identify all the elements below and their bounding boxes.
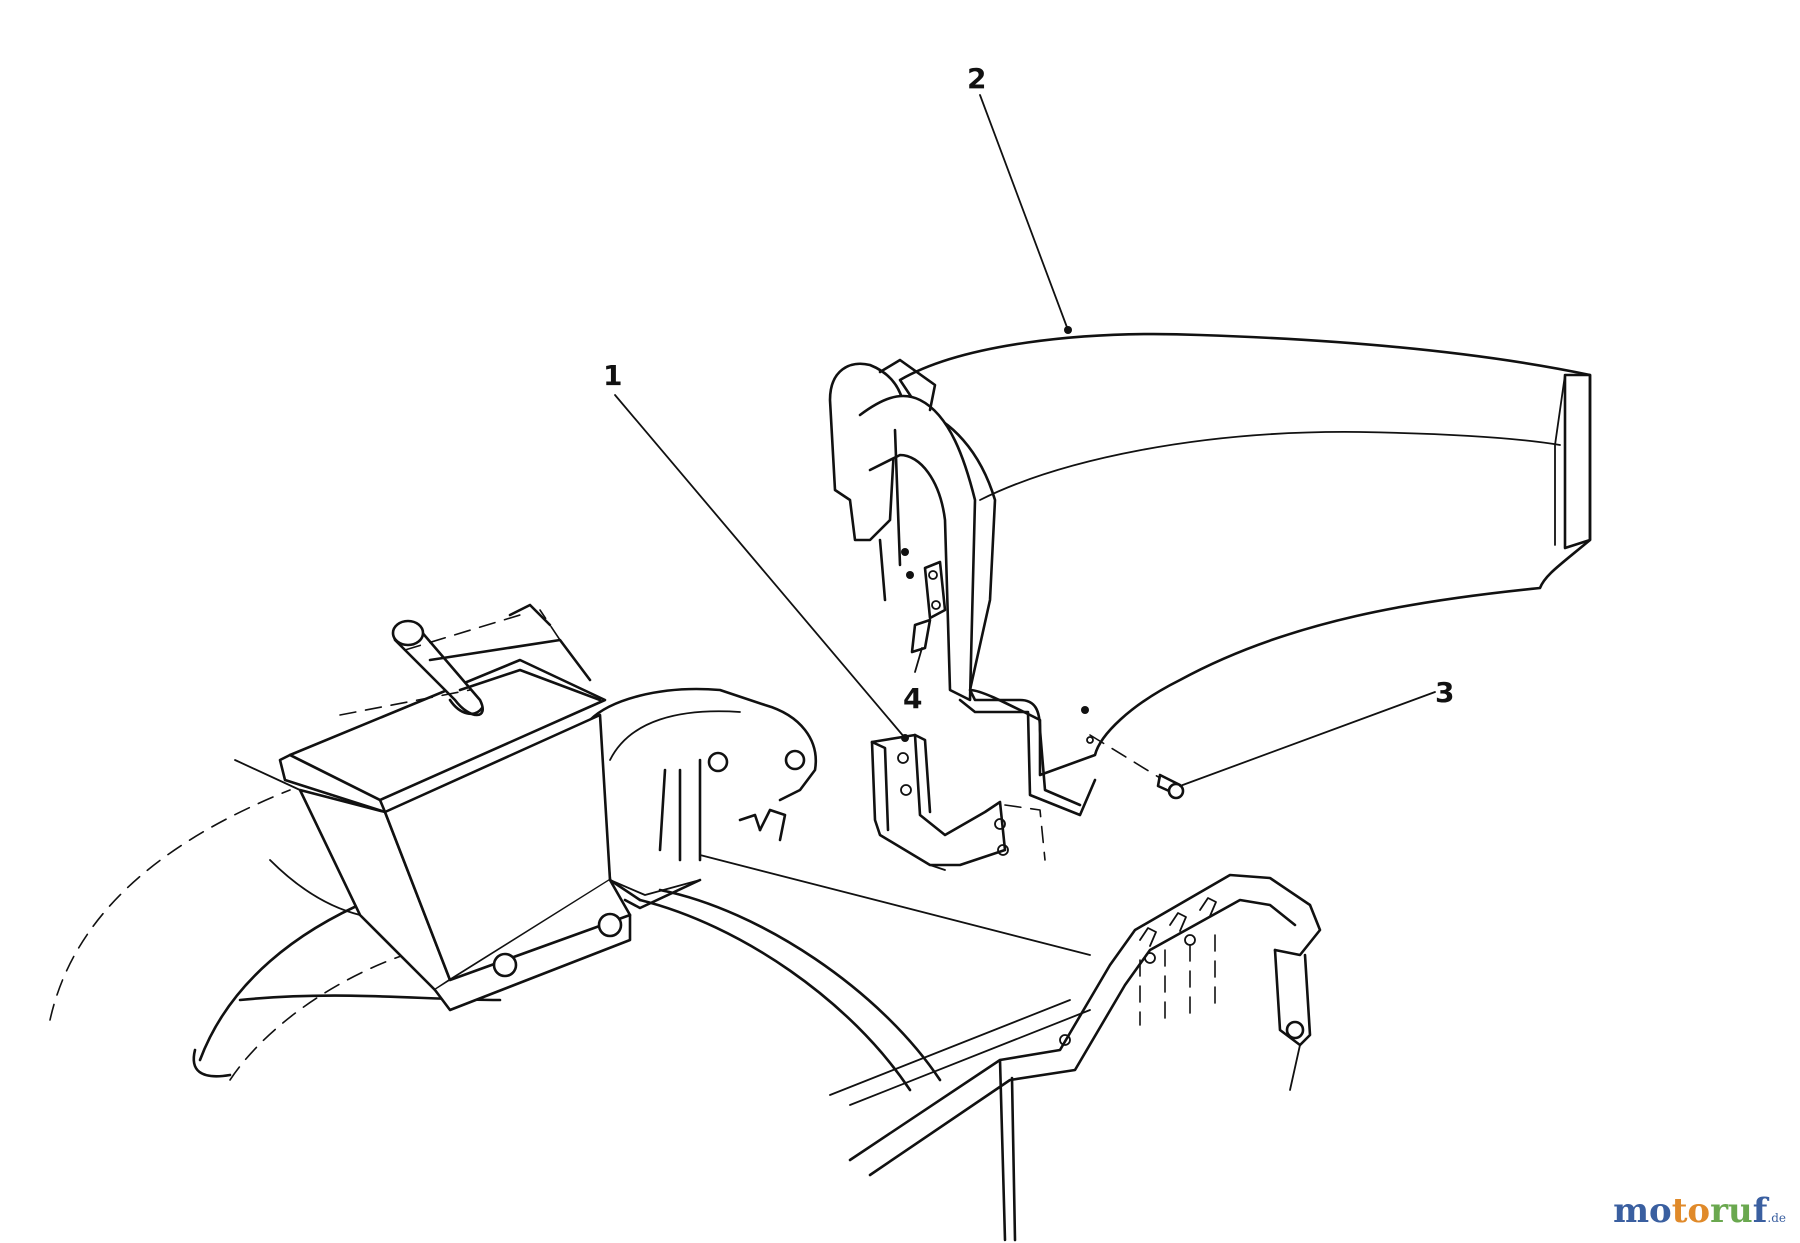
deck-front-edge (658, 888, 942, 1082)
chute-lower-leg (968, 688, 1082, 807)
grass-chute (828, 332, 1592, 817)
watermark-part-a: mo (1613, 1191, 1672, 1231)
frame-outer-rail (848, 873, 1322, 1162)
leader-1 (614, 394, 906, 739)
base-bolt-right (597, 912, 623, 938)
leader-4 (914, 647, 923, 673)
trap-door-base-flange (433, 878, 632, 1012)
callout-2: 2 (967, 62, 986, 95)
leader-2 (979, 94, 1069, 331)
base-bolt-left (492, 952, 518, 978)
chute-body (898, 332, 1592, 777)
lid-handle (339, 603, 602, 717)
callout-4: 4 (903, 682, 922, 715)
chute-outlet (1563, 373, 1592, 550)
housing-outer-arc (49, 789, 291, 1021)
frame-hanger (1273, 948, 1312, 1047)
chute-inner-curve (979, 431, 1561, 501)
watermark-tld: .de (1767, 1211, 1786, 1225)
housing-inner-arc (229, 949, 421, 1081)
bolt-item-3 (1089, 734, 1185, 800)
callout-3: 3 (1435, 676, 1454, 709)
trap-door-front (298, 788, 452, 992)
trap-door-deflector (234, 603, 701, 1012)
watermark-logo: motoruf.de (1613, 1191, 1786, 1231)
hinge-bracket (588, 687, 818, 910)
bracket-body (870, 733, 1007, 867)
leader-3 (1179, 691, 1436, 787)
rear-frame (848, 873, 1322, 1242)
callout-1: 1 (603, 359, 622, 392)
watermark-part-b: to (1671, 1191, 1711, 1231)
hinge-plate-outline (588, 687, 818, 802)
callout-leaders (614, 94, 1436, 787)
clip-item-4 (910, 618, 932, 654)
mounting-bracket (870, 733, 1046, 871)
watermark-part-c: ru (1710, 1191, 1753, 1231)
watermark-part-d: f (1752, 1191, 1768, 1231)
housing-mid-arc (198, 898, 372, 1062)
